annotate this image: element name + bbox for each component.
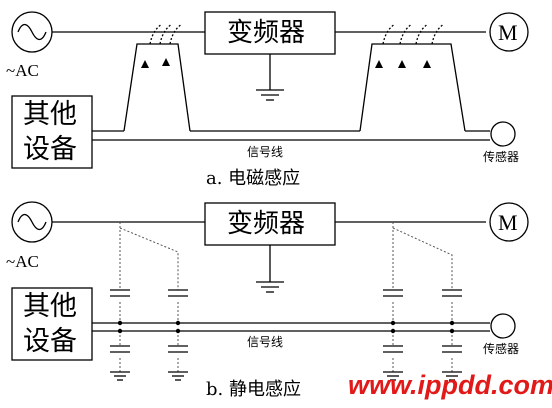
equipment-label-line2: 设备 <box>23 134 77 165</box>
equipment-box <box>11 287 93 361</box>
coupling-lines <box>119 222 453 372</box>
capacitor-icon <box>110 289 130 297</box>
flux-arc-icon <box>431 23 445 45</box>
junction-dot <box>175 328 181 334</box>
panel-b-graphics <box>11 201 529 361</box>
capacitor-icon <box>442 345 462 353</box>
junction-dots <box>117 320 455 334</box>
sensor-circle <box>490 121 516 147</box>
capacitor-icon <box>383 345 403 353</box>
equipment-label-line2: 设备 <box>23 326 77 357</box>
junction-dot <box>390 328 396 334</box>
signal-line-label: 信号线 <box>247 145 284 159</box>
coupling-drop <box>392 227 453 290</box>
ac-source-label: ~AC <box>6 252 39 271</box>
ground-icon <box>168 371 188 381</box>
junction-dot <box>390 320 396 326</box>
junction-dot <box>117 328 123 334</box>
equipment-label-line1: 其他 <box>23 99 77 130</box>
ground-icon <box>442 371 462 381</box>
capacitor-icon <box>442 289 462 297</box>
capacitor-icon <box>383 289 403 297</box>
signal-line-label: 信号线 <box>247 335 284 349</box>
capacitor-icon <box>110 345 130 353</box>
motor-circle <box>489 202 529 242</box>
panel-a-graphics <box>11 11 529 169</box>
stray-capacitors <box>110 289 462 381</box>
arrow-head-icon <box>162 58 170 66</box>
equipment-box <box>11 95 93 169</box>
arrow-head-icon <box>375 60 383 68</box>
watermark-text: www.ippdd.com <box>348 370 552 400</box>
caption-b: b. 静电感应 <box>206 379 301 400</box>
sine-wave-icon <box>17 23 47 41</box>
flux-arc-icon <box>415 23 429 45</box>
arrow-head-icon <box>423 60 431 68</box>
sine-wave-icon <box>17 213 47 231</box>
induction-loop-right <box>359 43 466 132</box>
flux-arc-icon <box>382 23 396 45</box>
flux-arc-icon <box>169 23 183 45</box>
flux-arc-icon <box>149 23 163 45</box>
coupling-drop <box>119 227 179 290</box>
equipment-label-line1: 其他 <box>23 291 77 322</box>
inverter-label: 变频器 <box>227 18 306 48</box>
junction-dot <box>117 320 123 326</box>
junction-dot <box>449 328 455 334</box>
capacitor-icon <box>168 345 188 353</box>
motor-label: M <box>498 20 518 45</box>
ground-icon <box>110 371 130 381</box>
arrow-head-icon <box>398 60 406 68</box>
junction-dot <box>449 320 455 326</box>
junction-dot <box>175 320 181 326</box>
inverter-label: 变频器 <box>227 209 306 239</box>
motor-circle <box>489 12 529 52</box>
ac-source-label: ~AC <box>6 61 39 80</box>
flux-arc-icon <box>399 23 413 45</box>
flux-arrows <box>141 58 431 68</box>
ground-icon <box>383 371 403 381</box>
sensor-label: 传感器 <box>483 342 520 356</box>
motor-label: M <box>498 210 518 235</box>
sensor-circle <box>490 313 516 339</box>
sensor-label: 传感器 <box>483 150 520 164</box>
capacitor-icon <box>168 289 188 297</box>
flux-arc-icon <box>159 23 173 45</box>
arrow-head-icon <box>141 60 149 68</box>
caption-a: a. 电磁感应 <box>206 168 301 189</box>
induction-loop-left <box>123 43 191 132</box>
